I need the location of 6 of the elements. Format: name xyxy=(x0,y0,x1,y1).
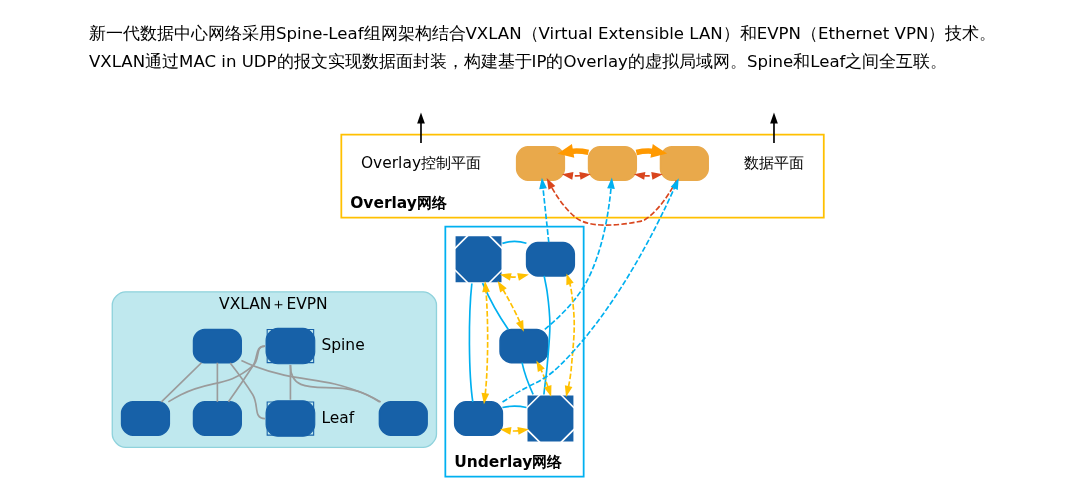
node-text: Overlay控制平面 xyxy=(360,153,482,172)
node-label: Leaf xyxy=(321,408,355,427)
label: 新一代数据中心网络采用Spine-Leaf组网架构结合VXLAN（Virtual Extensible LAN）和EVPN（Ethernet VPN）技术。 xyxy=(89,23,997,43)
node-text: 数据平面 xyxy=(743,153,804,172)
label: VXLAN通过MAC in UDP的报文实现数据面封装，构建基于IP的Overlay的虚拟局域网。Spine和Leaf之间全互联。 xyxy=(89,52,948,72)
node-label: Spine xyxy=(321,336,365,355)
